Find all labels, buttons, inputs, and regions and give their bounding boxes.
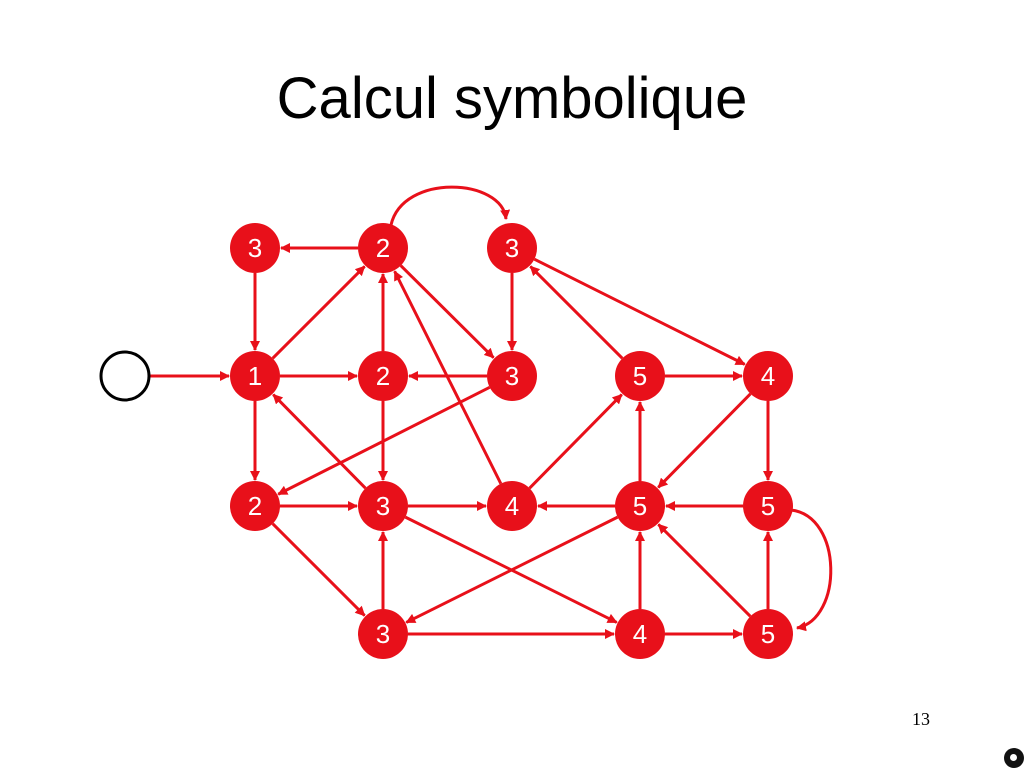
node-h: 4 [743, 351, 793, 401]
node-a: 3 [230, 223, 280, 273]
node-label: 3 [376, 491, 390, 521]
slide-title: Calcul symbolique [276, 66, 748, 131]
node-label: 4 [761, 361, 775, 391]
node-n: 3 [358, 609, 408, 659]
edge-m-to-p [790, 508, 833, 632]
node-circle [230, 351, 280, 401]
node-circle [487, 481, 537, 531]
node-g: 5 [615, 351, 665, 401]
node-d: 1 [230, 351, 280, 401]
node-circle [230, 223, 280, 273]
node-label: 2 [376, 361, 390, 391]
node-b: 2 [358, 223, 408, 273]
node-label: 3 [248, 233, 262, 263]
node-circle [743, 481, 793, 531]
node-label: 5 [633, 361, 647, 391]
node-e: 2 [358, 351, 408, 401]
node-label: 4 [505, 491, 519, 521]
edge-b-to-c [389, 185, 511, 226]
edge-j-to-d [272, 393, 367, 490]
node-o: 4 [615, 609, 665, 659]
edge-g-to-c [529, 265, 624, 360]
edge-f-to-i [277, 385, 491, 496]
node-circle [487, 351, 537, 401]
node-circle [358, 223, 408, 273]
node-label: 2 [376, 233, 390, 263]
node-label: 3 [376, 619, 390, 649]
node-circle [615, 609, 665, 659]
node-m: 5 [743, 481, 793, 531]
node-i: 2 [230, 481, 280, 531]
initial-state-node [99, 350, 151, 402]
node-k: 4 [487, 481, 537, 531]
edge-b-to-f [399, 264, 495, 359]
edge-h-to-l [657, 392, 752, 489]
node-circle [358, 481, 408, 531]
node-circle [230, 481, 280, 531]
page-number: 13 [912, 709, 930, 729]
node-circle [615, 351, 665, 401]
edge-l-to-n [405, 515, 619, 624]
nodes-layer: 3 2 3 1 2 3 5 4 2 3 4 5 5 3 4 5 [99, 223, 793, 659]
edge-c-to-h [533, 257, 746, 366]
node-circle [743, 351, 793, 401]
node-label: 2 [248, 491, 262, 521]
edge-k-to-g [528, 393, 623, 490]
node-j: 3 [358, 481, 408, 531]
node-c: 3 [487, 223, 537, 273]
node-circle [487, 223, 537, 273]
node-l: 5 [615, 481, 665, 531]
node-circle [358, 609, 408, 659]
edges-layer [150, 185, 833, 639]
node-label: 5 [761, 619, 775, 649]
node-label: 3 [505, 233, 519, 263]
edge-p-to-l [657, 523, 752, 618]
node-circle [743, 609, 793, 659]
node-circle [615, 481, 665, 531]
node-label: 5 [633, 491, 647, 521]
node-circle [358, 351, 408, 401]
edge-i-to-n [271, 522, 366, 617]
node-f: 3 [487, 351, 537, 401]
node-label: 5 [761, 491, 775, 521]
node-label: 1 [248, 361, 262, 391]
corner-logo-icon [1004, 748, 1024, 768]
edge-d-to-b [271, 265, 366, 360]
node-p: 5 [743, 609, 793, 659]
node-label: 4 [633, 619, 647, 649]
node-label: 3 [505, 361, 519, 391]
